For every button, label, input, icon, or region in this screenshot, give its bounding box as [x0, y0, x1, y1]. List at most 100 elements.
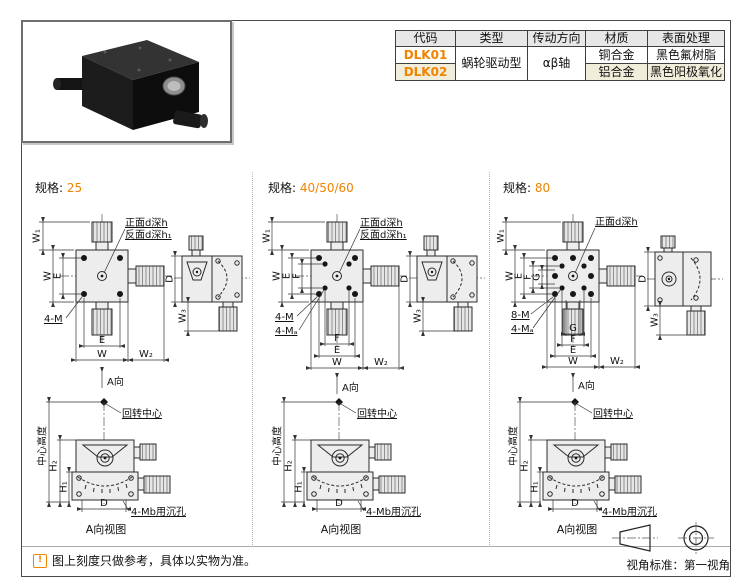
- material-dlk02: 铝合金: [585, 63, 648, 81]
- col-code: 代码: [395, 30, 456, 47]
- code-dlk01: DLK01: [395, 46, 456, 64]
- rotation-center-label: 回转中心: [593, 407, 633, 420]
- rotation-center-label: 回转中心: [122, 407, 162, 420]
- dim-w3: W₃: [650, 313, 661, 327]
- hole-label-ma: 4-Mₐ: [275, 326, 298, 337]
- dim-g: G: [569, 323, 577, 334]
- dim-w2: W₂: [610, 356, 624, 367]
- drawing-spec-405060: 正面d深h 反面d深h₁ W₁ W E F F E W W₂ 4-M 4-Mₐ: [262, 214, 485, 536]
- spec-heading-80: 规格: 80: [503, 181, 551, 195]
- code-dlk02: DLK02: [395, 63, 456, 81]
- dim-h2: H₂: [520, 460, 531, 472]
- a-view-caption: A向视图: [321, 522, 362, 536]
- center-height-label: 中心高度: [271, 426, 284, 466]
- dim-f: F: [292, 273, 303, 279]
- col-material: 材质: [585, 30, 648, 47]
- dim-h1: H₁: [294, 481, 305, 493]
- dim-d: D: [335, 498, 343, 509]
- dim-h1: H₁: [530, 481, 541, 493]
- footer-divider: [22, 546, 730, 547]
- dim-e: E: [514, 273, 525, 279]
- top-view: 正面d深h 反面d深h₁ W₁ W E E W W₂ 4-M A向: [32, 214, 250, 388]
- a-view: 回转中心 中心高度 H₂ H₁ D 4-Mb用沉孔 A向视图: [36, 396, 186, 536]
- spec-heading-25: 规格: 25: [35, 181, 83, 195]
- col-finish: 表面处理: [646, 30, 726, 47]
- col-type: 类型: [455, 30, 528, 47]
- counterbore-label: 4-Mb用沉孔: [602, 505, 657, 518]
- dim-d: D: [165, 275, 176, 283]
- dim-w2: W₂: [374, 357, 388, 368]
- dim-d: D: [571, 498, 579, 509]
- a-view: 回转中心 中心高度 H₂ H₁ D 4-Mb用沉孔 A向视图: [271, 396, 421, 536]
- a-view: 回转中心 中心高度 H₂ H₁ D 4-Mb用沉孔 A向视图: [507, 396, 657, 536]
- hole-label-m: 4-M: [44, 314, 63, 325]
- dim-f: F: [570, 334, 576, 345]
- dim-e: E: [334, 345, 340, 356]
- material-dlk01: 铜合金: [585, 46, 648, 64]
- dim-e: E: [53, 273, 64, 279]
- drawing-spec-80: 正面d深h W₁ W E F G G F E W W₂ 8-M 4-Mₐ: [497, 214, 723, 536]
- dim-e: E: [570, 345, 576, 356]
- ann-back: 反面d深h₁: [125, 229, 172, 241]
- dim-e: E: [282, 273, 293, 279]
- top-view: 正面d深h W₁ W E F G G F E W W₂ 8-M 4-Mₐ: [497, 214, 723, 392]
- dim-w1: W₁: [32, 229, 43, 243]
- dim-w: W: [568, 356, 578, 367]
- dim-f: F: [334, 333, 340, 344]
- section-separator: [489, 172, 490, 545]
- counterbore-label: 4-Mb用沉孔: [366, 505, 421, 518]
- footnote: ! 图上刻度只做参考，具体以实物为准。: [33, 552, 256, 569]
- type-cell: 蜗轮驱动型: [455, 46, 528, 81]
- drawing-spec-25: 正面d深h 反面d深h₁ W₁ W E E W W₂ 4-M A向: [32, 214, 250, 536]
- ann-front: 正面d深h: [595, 216, 638, 228]
- finish-dlk01: 黑色氟树脂: [646, 46, 726, 64]
- page-border: [21, 20, 731, 577]
- col-direction: 传动方向: [527, 30, 586, 47]
- warning-icon: !: [33, 553, 47, 568]
- table-row: DLK02 铝合金 黑色阳极氧化: [395, 63, 726, 81]
- hole-label-ma: 4-Mₐ: [511, 324, 534, 335]
- a-direction: A向: [107, 375, 124, 388]
- dim-d: D: [100, 498, 108, 509]
- dim-h2: H₂: [284, 460, 295, 472]
- product-photo: [52, 39, 208, 130]
- table-row: DLK01 蜗轮驱动型 αβ轴 铜合金 黑色氟树脂: [395, 46, 726, 81]
- dim-w3: W₃: [178, 309, 189, 323]
- footnote-text: 图上刻度只做参考，具体以实物为准。: [52, 554, 257, 568]
- dim-w3: W₃: [413, 309, 424, 323]
- dim-w2: W₂: [139, 349, 153, 360]
- a-view-caption: A向视图: [86, 522, 127, 536]
- dim-w: W: [332, 357, 342, 368]
- dim-d: D: [400, 275, 411, 283]
- dim-g: G: [532, 273, 543, 281]
- section-separator: [252, 172, 253, 545]
- ann-front: 正面d深h: [360, 217, 403, 229]
- spec-table: 代码 类型 传动方向 材质 表面处理 DLK01 蜗轮驱动型 αβ轴 铜合金 黑…: [395, 30, 726, 81]
- center-height-label: 中心高度: [507, 426, 520, 466]
- a-direction: A向: [342, 381, 359, 394]
- dim-h1: H₁: [59, 481, 70, 493]
- table-header-row: 代码 类型 传动方向 材质 表面处理: [395, 30, 726, 47]
- dim-e: E: [99, 335, 105, 346]
- hole-label-m: 4-M: [275, 312, 294, 323]
- a-direction: A向: [578, 379, 595, 392]
- dim-w1: W₁: [497, 229, 507, 243]
- view-standard-label: 视角标准：第一视角: [626, 558, 731, 572]
- center-height-label: 中心高度: [36, 426, 49, 466]
- hole-label-m: 8-M: [511, 310, 530, 321]
- dim-w: W: [43, 271, 54, 281]
- top-view: 正面d深h 反面d深h₁ W₁ W E F F E W W₂ 4-M 4-Mₐ: [262, 214, 485, 394]
- first-angle-projection-icon: [612, 522, 714, 554]
- a-view-caption: A向视图: [557, 522, 598, 536]
- dim-w: W: [272, 271, 283, 281]
- dim-w: W: [97, 349, 107, 360]
- ann-back: 反面d深h₁: [360, 229, 407, 241]
- ann-front: 正面d深h: [125, 217, 168, 229]
- rotation-center-label: 回转中心: [357, 407, 397, 420]
- dim-d: D: [638, 275, 649, 283]
- counterbore-label: 4-Mb用沉孔: [131, 505, 186, 518]
- product-photo-box: [21, 20, 232, 143]
- dim-f: F: [523, 274, 534, 280]
- spec-heading-405060: 规格: 40/50/60: [268, 181, 354, 195]
